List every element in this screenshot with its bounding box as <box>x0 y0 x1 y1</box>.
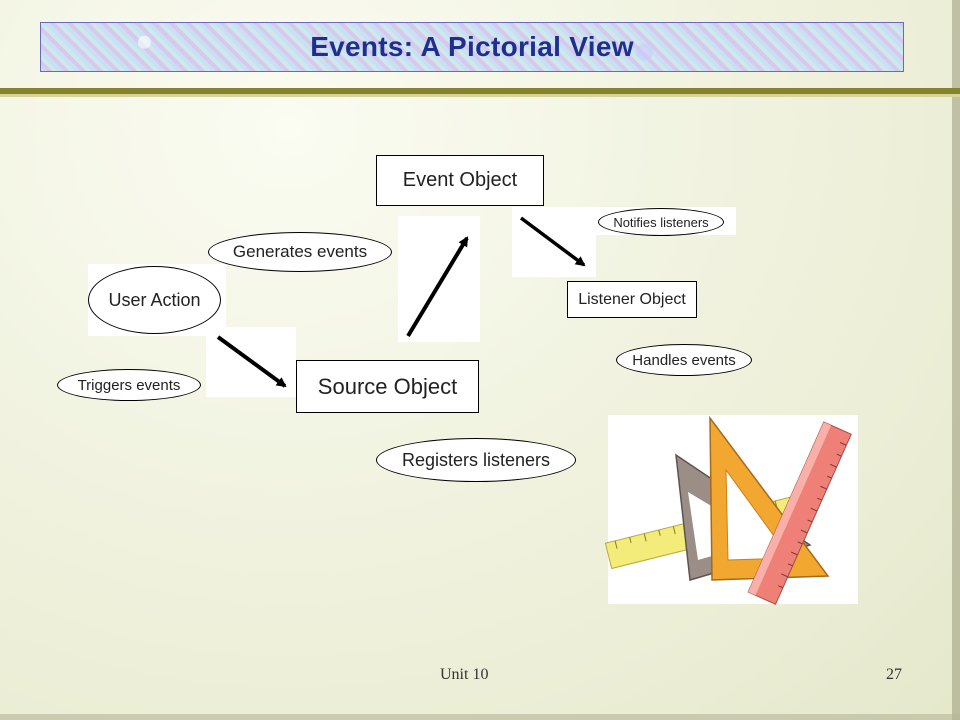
listener-object-node: Listener Object <box>567 281 697 318</box>
arrow-to-event-object <box>406 236 469 338</box>
generates-events-label: Generates events <box>208 232 392 272</box>
slide-bottom-edge <box>0 714 960 720</box>
source-object-node: Source Object <box>296 360 479 413</box>
page-number: 27 <box>886 666 902 683</box>
footer-unit-label: Unit 10 <box>440 666 489 683</box>
title-divider <box>0 88 960 94</box>
title-divider-shadow <box>0 94 960 97</box>
handles-events-label: Handles events <box>616 344 752 376</box>
slide-right-edge <box>952 0 960 720</box>
slide-title: Events: A Pictorial View <box>310 31 634 62</box>
event-object-node: Event Object <box>376 155 544 206</box>
arrow-to-listener-object <box>519 216 586 267</box>
notifies-listeners-label: Notifies listeners <box>598 208 724 236</box>
title-bar: Events: A Pictorial View <box>40 22 904 72</box>
arrow-to-source-object <box>216 335 287 388</box>
user-action-node: User Action <box>88 266 221 334</box>
triggers-events-label: Triggers events <box>57 369 201 401</box>
registers-listeners-label: Registers listeners <box>376 438 576 482</box>
